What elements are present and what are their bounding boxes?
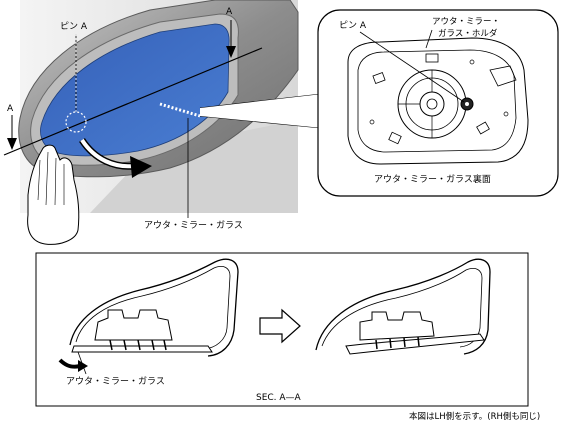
callout-fill [200, 94, 322, 128]
glass-back-label: アウタ・ミラー・ガラス裏面 [374, 175, 491, 185]
pin-a-detail-leader [359, 31, 465, 103]
footnote: 本図はLH側を示す。(RH側も同じ) [409, 412, 541, 422]
clip-1 [372, 72, 386, 84]
hand-fingers [37, 151, 65, 206]
holder-leader [425, 29, 433, 49]
hole-2 [503, 111, 509, 117]
section-line [3, 47, 263, 156]
hand [27, 144, 80, 245]
glass-holder-inner [357, 49, 517, 153]
left-housing-outer [69, 258, 239, 357]
left-actuator-clips [109, 339, 167, 351]
left-glass [71, 345, 213, 353]
pin-a-highlight [65, 111, 87, 133]
clip-4 [425, 53, 439, 63]
left-glass-leader [77, 351, 87, 375]
left-actuator [94, 309, 173, 341]
rotate-arrow-inner [80, 138, 136, 169]
mirror-illustration [3, 0, 323, 245]
holder-label-line1: アウタ・ミラー・ [432, 17, 501, 27]
clip-3 [476, 121, 490, 135]
section-view [35, 252, 529, 407]
connector [489, 65, 517, 87]
rotate-arrow-head [130, 156, 152, 178]
right-housing-outer [315, 258, 491, 355]
pin-a-detail-label: ピン A [339, 21, 367, 31]
section-marker-top-arrow [226, 46, 236, 58]
right-actuator [359, 311, 435, 341]
holder-label-line2: ガラス・ホルダ [438, 29, 498, 39]
actuator-pivot [426, 98, 438, 110]
door-panel [90, 120, 298, 213]
hole-1 [369, 119, 375, 125]
pin-a-detail-center [465, 102, 469, 106]
glass-holder-outline [347, 37, 529, 165]
clip-2 [388, 131, 402, 145]
glass-label: アウタ・ミラー・ガラス [144, 221, 243, 231]
glass-edge-highlight [159, 102, 201, 118]
section-marker-left-label: A [7, 104, 14, 114]
hole-3 [469, 59, 475, 65]
section-title: SEC. A—A [256, 393, 301, 403]
section-marker-top-label: A [226, 7, 233, 17]
pin-a-label: ピン A [60, 22, 88, 32]
glass-section-label: アウタ・ミラー・ガラス [66, 377, 165, 387]
right-actuator-clips [375, 336, 420, 350]
left-housing-inner [75, 266, 231, 350]
transition-arrow [259, 308, 301, 344]
detail-view [317, 9, 559, 197]
right-glass [345, 333, 485, 355]
section-marker-left-arrow [7, 138, 17, 150]
